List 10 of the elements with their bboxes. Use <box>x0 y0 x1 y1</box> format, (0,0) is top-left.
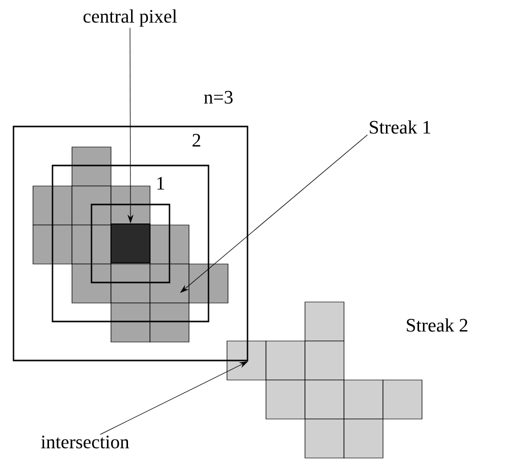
callout-text: central pixel <box>84 9 177 27</box>
node-label: 2 <box>192 134 200 147</box>
node-label: 1 <box>157 176 164 190</box>
central-pixel <box>110 224 150 264</box>
leader-line <box>180 134 368 293</box>
node-label: n=3 <box>204 90 233 104</box>
window-frame: 1 <box>90 176 170 284</box>
callout-text: Streak 2 <box>406 318 468 332</box>
callout-text: intersection <box>41 436 130 448</box>
callout-text: Streak 1 <box>370 120 430 134</box>
